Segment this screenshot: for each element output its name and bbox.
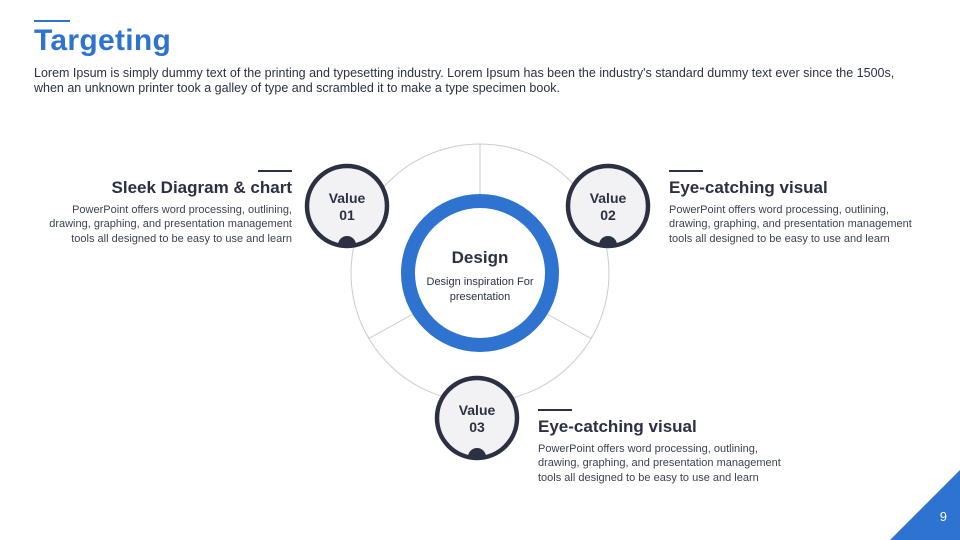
text-block-01-heading: Sleek Diagram & chart	[111, 177, 292, 197]
value-node-01-knob	[338, 236, 356, 245]
text-block-01: Sleek Diagram & chart PowerPoint offers …	[40, 170, 292, 246]
text-block-03-heading: Eye-catching visual	[538, 416, 697, 436]
value-01-label: Value	[328, 190, 366, 206]
text-block-02: Eye-catching visual PowerPoint offers wo…	[669, 170, 921, 246]
value-02-text: Value 02	[568, 190, 648, 224]
value-node-03	[434, 375, 520, 461]
value-node-01	[304, 163, 390, 249]
text-block-01-rule	[258, 170, 292, 172]
intro-paragraph: Lorem Ipsum is simply dummy text of the …	[34, 66, 895, 95]
value-01-text: Value 01	[307, 190, 387, 224]
title-accent-line	[34, 20, 70, 22]
corner-accent-triangle	[890, 470, 960, 540]
text-block-03-body: PowerPoint offers word processing, outli…	[538, 442, 781, 484]
value-01-number: 01	[339, 207, 355, 223]
center-ring	[401, 194, 559, 352]
center-subtitle: Design inspiration For presentation	[426, 276, 534, 303]
value-node-03-circle	[434, 375, 520, 461]
center-title: Design	[451, 248, 509, 267]
text-block-03: Eye-catching visual PowerPoint offers wo…	[538, 409, 790, 485]
value-node-01-circle	[304, 163, 390, 249]
page-title: Targeting	[34, 24, 172, 57]
value-02-label: Value	[589, 190, 627, 206]
value-03-label: Value	[458, 402, 496, 418]
page-number: 9	[939, 509, 947, 524]
divider-right	[546, 313, 593, 340]
text-block-01-body: PowerPoint offers word processing, outli…	[49, 203, 292, 245]
text-block-02-body: PowerPoint offers word processing, outli…	[669, 203, 912, 245]
value-03-text: Value 03	[437, 402, 517, 436]
divider-left	[367, 313, 414, 340]
value-node-03-knob	[468, 448, 486, 457]
value-node-02-circle	[565, 163, 651, 249]
value-03-number: 03	[469, 419, 485, 435]
value-02-number: 02	[600, 207, 616, 223]
value-node-02-knob	[599, 236, 617, 245]
text-block-03-rule	[538, 409, 572, 411]
value-node-02	[565, 163, 651, 249]
text-block-02-heading: Eye-catching visual	[669, 177, 828, 197]
text-block-02-rule	[669, 170, 703, 172]
